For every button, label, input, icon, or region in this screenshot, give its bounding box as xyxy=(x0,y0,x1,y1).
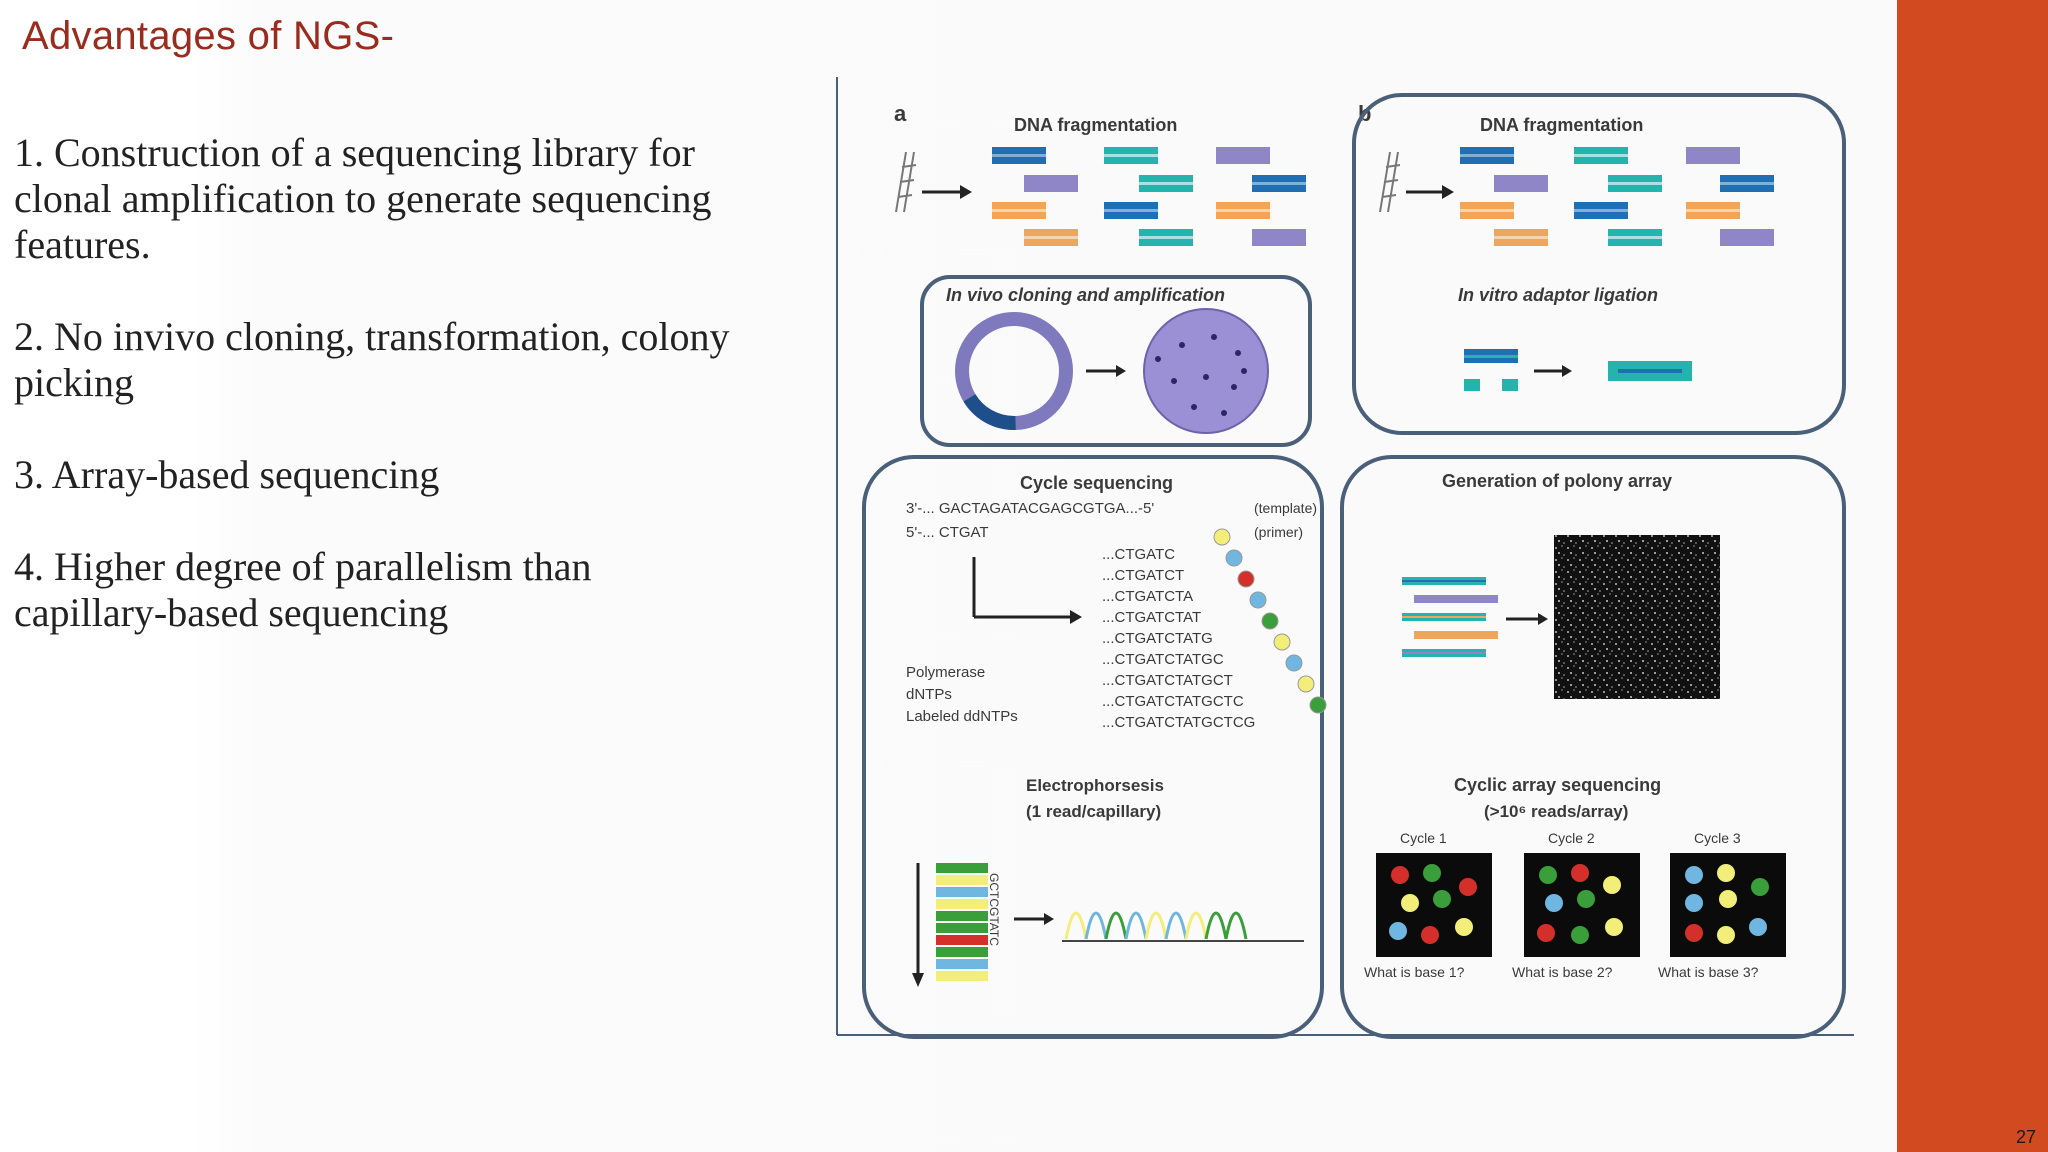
b-bottom-panel-border xyxy=(1340,455,1846,1039)
extension-arrow-icon xyxy=(972,557,1082,624)
adaptor-ligation-icon xyxy=(1464,349,1692,391)
template-label: (template) xyxy=(1254,500,1317,516)
cycle-3-label: Cycle 3 xyxy=(1694,830,1741,846)
cycle-2-array-image xyxy=(1524,853,1640,957)
reagent-polymerase: Polymerase xyxy=(906,664,985,681)
electrophoresis-subtitle: (1 read/capillary) xyxy=(1026,802,1161,821)
polony-title: Generation of polony array xyxy=(1442,471,1672,491)
advantages-list: 1. Construction of a sequencing library … xyxy=(14,130,814,682)
extension-products: ...CTGATC ...CTGATCT ...CTGATCTA ...CTGA… xyxy=(1102,546,1255,731)
cyclic-array-subtitle: (>10⁶ reads/array) xyxy=(1484,802,1628,821)
chromatogram-trace xyxy=(1062,911,1304,942)
a-dna-strand-icon xyxy=(895,151,917,213)
question-base-3: What is base 3? xyxy=(1658,964,1759,980)
extension-product: ...CTGATC xyxy=(1102,546,1175,563)
polony-arrow-icon xyxy=(1506,613,1548,625)
template-sequence: 3'-... GACTAGATACGAGCGTGA...-5' xyxy=(906,500,1154,517)
advantage-point-3: 3. Array-based sequencing xyxy=(14,452,440,497)
primer-sequence: 5'-... CTGAT xyxy=(906,524,989,541)
cycle-sequencing-title: Cycle sequencing xyxy=(1020,473,1173,493)
advantage-point-1: 1. Construction of a sequencing library … xyxy=(14,130,712,267)
advantage-point-2: 2. No invivo cloning, transformation, co… xyxy=(14,314,730,405)
b-top-panel-border xyxy=(1352,93,1846,435)
reagent-dntps: dNTPs xyxy=(906,686,952,703)
labeled-terminator-icons xyxy=(1213,528,1327,714)
cycle-1-array-image xyxy=(1376,853,1492,957)
cycle-1-label: Cycle 1 xyxy=(1400,830,1447,846)
plasmid-icon xyxy=(955,312,1073,430)
cycle-3-array-image xyxy=(1670,853,1786,957)
a-cloning-box xyxy=(920,275,1312,447)
primer-label: (primer) xyxy=(1254,524,1303,540)
slide-title: Advantages of NGS- xyxy=(22,14,395,58)
reagent-labeled-ddntps: Labeled ddNTPs xyxy=(906,708,1018,725)
question-base-2: What is base 2? xyxy=(1512,964,1613,980)
electrophoresis-title: Electrophorsesis xyxy=(1026,776,1164,795)
ngs-comparison-figure: a b DNA fragmentation In vivo cloning an… xyxy=(834,77,1856,1039)
trace-arrow-icon xyxy=(1014,913,1054,925)
panel-a-label: a xyxy=(894,101,907,126)
polony-array-image xyxy=(1554,535,1720,699)
b-ligation-title: In vitro adaptor ligation xyxy=(1458,285,1658,305)
extension-product: ...CTGATCTATGCTC xyxy=(1102,693,1244,710)
cyclic-array-title: Cyclic array sequencing xyxy=(1454,775,1661,795)
capillary-gel-icon xyxy=(912,863,988,987)
extension-product: ...CTGATCTATG xyxy=(1102,630,1213,647)
extension-product: ...CTGATCTATGC xyxy=(1102,651,1224,668)
b-fragment-bars xyxy=(1460,147,1774,246)
extension-product: ...CTGATCT xyxy=(1102,567,1184,584)
page-number: 27 xyxy=(2015,1127,2036,1147)
a-clone-arrow-icon xyxy=(1086,365,1126,377)
a-arrow-icon xyxy=(922,185,972,199)
a-fragment-bars xyxy=(992,147,1306,246)
amplified-fragments-icon xyxy=(1402,577,1498,657)
question-base-1: What is base 1? xyxy=(1364,964,1465,980)
colony-plate-icon xyxy=(1143,308,1269,434)
extension-product: ...CTGATCTA xyxy=(1102,588,1193,605)
b-arrow-icon xyxy=(1406,185,1454,199)
cycle-2-label: Cycle 2 xyxy=(1548,830,1595,846)
b-fragmentation-title: DNA fragmentation xyxy=(1480,115,1643,135)
accent-side-bar xyxy=(1897,0,2048,1152)
figure-svg: a b DNA fragmentation In vivo cloning an… xyxy=(836,77,1854,1039)
gel-base-letters: GCTCGTATC xyxy=(987,873,1001,946)
extension-product: ...CTGATCTATGCTCG xyxy=(1102,714,1255,731)
advantage-point-4: 4. Higher degree of parallelism than cap… xyxy=(14,544,592,635)
a-fragmentation-title: DNA fragmentation xyxy=(1014,115,1177,135)
a-cloning-title: In vivo cloning and amplification xyxy=(946,285,1225,305)
a-bottom-panel-border xyxy=(862,455,1324,1039)
b-dna-strand-icon xyxy=(1379,151,1401,213)
extension-product: ...CTGATCTATGCT xyxy=(1102,672,1233,689)
extension-product: ...CTGATCTAT xyxy=(1102,609,1201,626)
